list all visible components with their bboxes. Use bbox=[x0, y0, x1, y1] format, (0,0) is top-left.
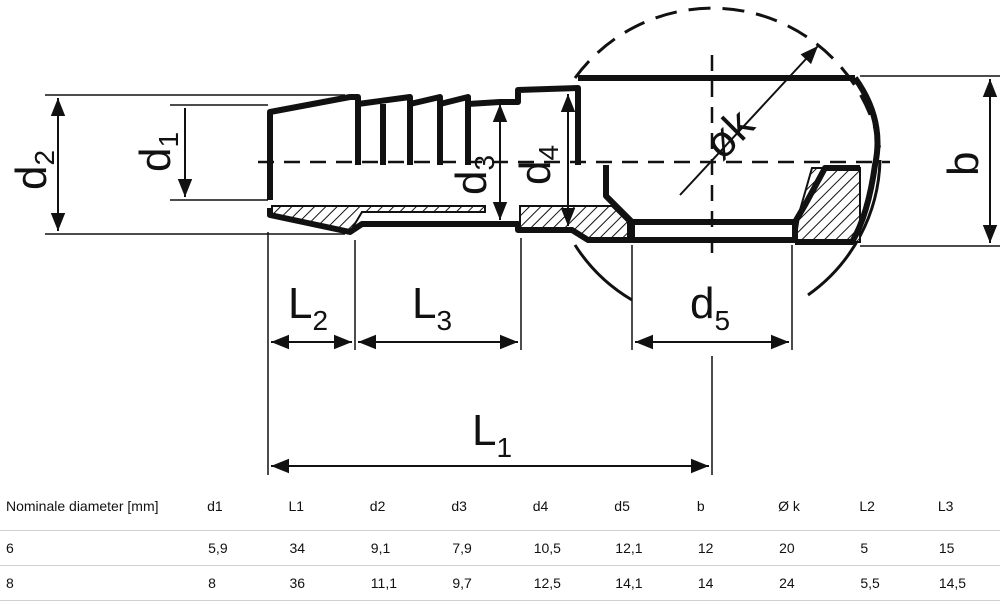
extension-lines bbox=[45, 75, 1000, 475]
table-cell: 24 bbox=[778, 565, 860, 601]
header-d4: d4 bbox=[532, 498, 549, 514]
header-d2: d2 bbox=[369, 498, 386, 514]
table-header-row: Nominale diameter [mm] d1 L1 d2 d3 d4 d5… bbox=[0, 482, 1000, 531]
label-d1: d1 bbox=[131, 132, 184, 172]
table-cell: 14 bbox=[696, 565, 779, 601]
label-b: b bbox=[939, 152, 988, 176]
table-cell: 9,7 bbox=[451, 565, 533, 601]
table-row: 6 5,9 34 9,1 7,9 10,5 12,1 12 20 5 15 bbox=[0, 530, 1000, 566]
dimension-table: Nominale diameter [mm] d1 L1 d2 d3 d4 d5… bbox=[0, 482, 1000, 601]
label-k: øk bbox=[694, 99, 764, 169]
table-cell: 12,5 bbox=[532, 565, 615, 601]
table-cell: 8 bbox=[0, 565, 208, 601]
label-d4: d4 bbox=[511, 145, 564, 185]
table-cell: 12 bbox=[696, 530, 779, 566]
table-cell: 15 bbox=[937, 530, 1000, 566]
fitting-outline bbox=[267, 75, 881, 245]
table-cell: 5,5 bbox=[859, 565, 938, 601]
table-cell: 12,1 bbox=[614, 530, 697, 566]
table-cell: 5,9 bbox=[207, 530, 289, 566]
table-cell: 20 bbox=[778, 530, 860, 566]
label-d5: d5 bbox=[690, 279, 730, 336]
header-nominal-diameter: Nominale diameter [mm] bbox=[6, 498, 159, 514]
technical-drawing: d2 d1 d3 d4 øk b L2 L3 d5 L1 bbox=[7, 6, 1000, 475]
table-cell: 36 bbox=[288, 565, 370, 601]
header-d5: d5 bbox=[614, 498, 630, 514]
table-cell: 10,5 bbox=[532, 530, 615, 566]
table-cell: 5 bbox=[859, 530, 938, 566]
label-L1: L1 bbox=[472, 406, 512, 463]
table-cell: 8 bbox=[207, 565, 289, 601]
dimension-lines bbox=[50, 45, 998, 474]
table-cell: 7,9 bbox=[451, 530, 533, 566]
header-d1: d1 bbox=[207, 498, 223, 514]
label-d2: d2 bbox=[7, 150, 60, 190]
table-cell: 11,1 bbox=[369, 565, 452, 601]
table-cell: 6 bbox=[0, 530, 208, 566]
header-L1: L1 bbox=[288, 498, 305, 514]
table-cell: 14,5 bbox=[937, 565, 1000, 601]
header-d3: d3 bbox=[451, 498, 467, 514]
label-L2: L2 bbox=[288, 279, 328, 336]
table-cell: 14,1 bbox=[614, 565, 697, 601]
table-cell: 34 bbox=[288, 530, 370, 566]
header-k: Ø k bbox=[778, 498, 800, 514]
header-L2: L2 bbox=[859, 498, 875, 514]
label-L3: L3 bbox=[412, 279, 452, 336]
table-row: 8 8 36 11,1 9,7 12,5 14,1 14 24 5,5 14,5 bbox=[0, 565, 1000, 601]
header-b: b bbox=[696, 498, 705, 514]
label-d3: d3 bbox=[447, 155, 500, 195]
table-cell: 9,1 bbox=[369, 530, 452, 566]
header-L3: L3 bbox=[937, 498, 954, 514]
